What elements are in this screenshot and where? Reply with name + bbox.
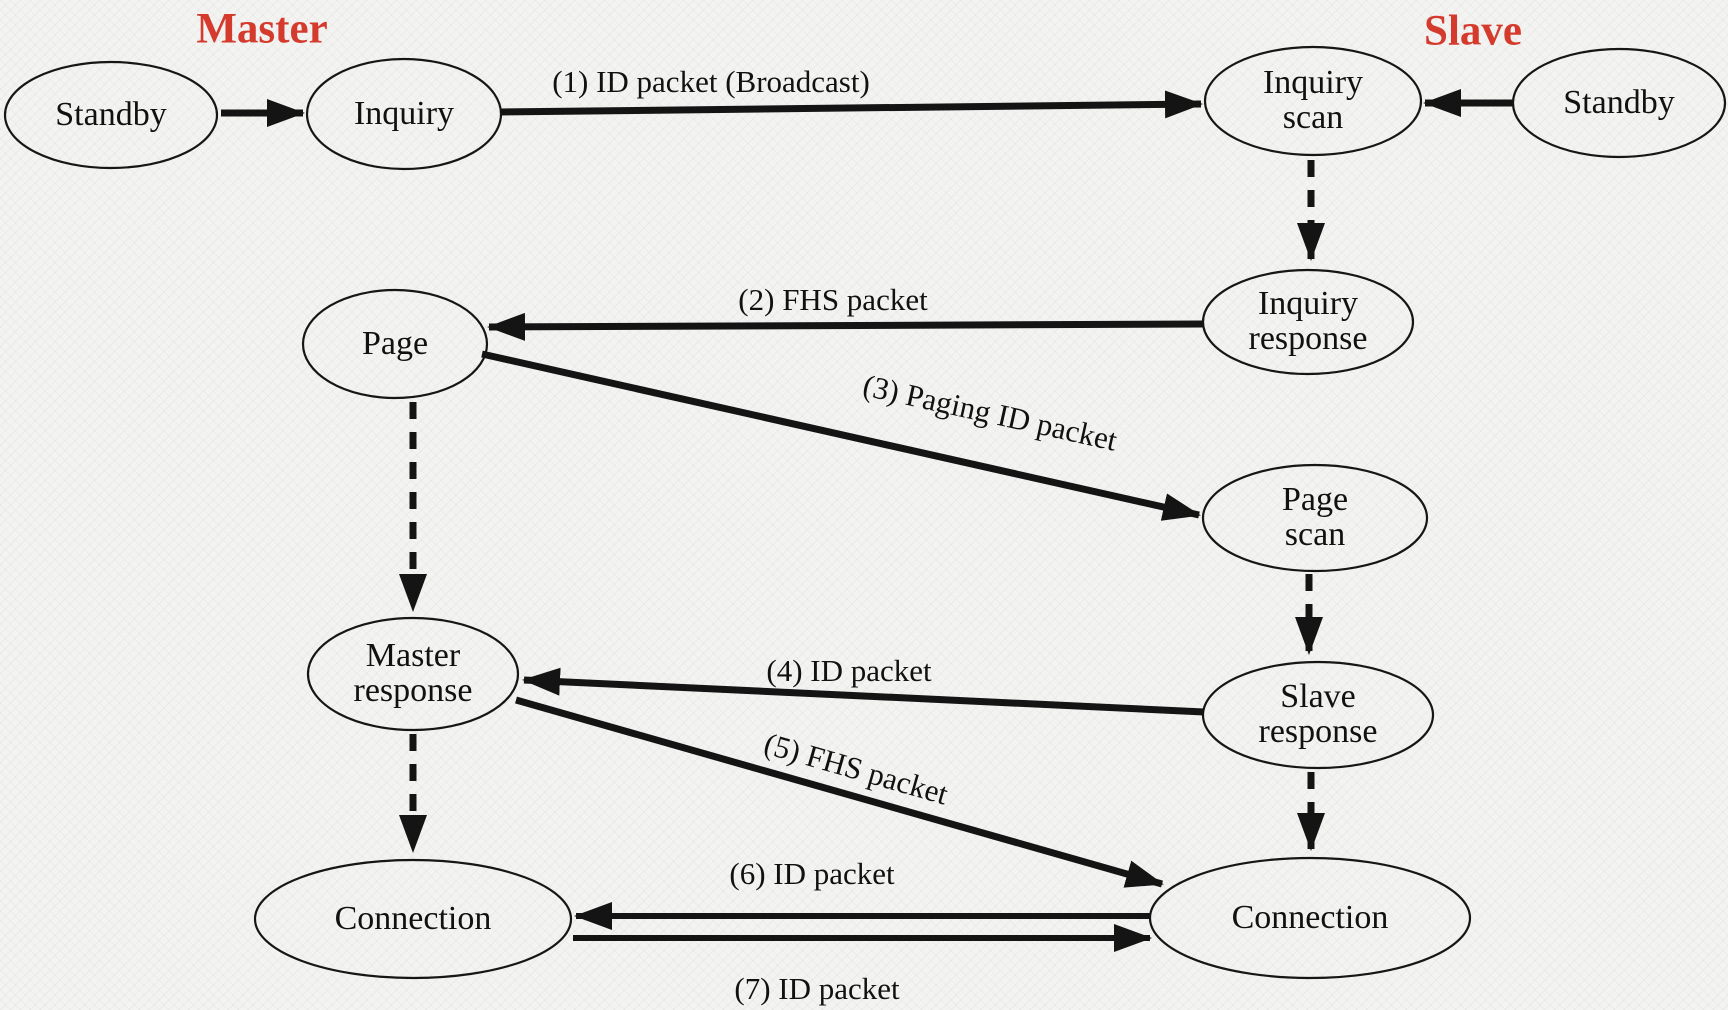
node-label-page-scan: Page scan — [1281, 481, 1349, 553]
node-label-master-response: Master response — [353, 637, 473, 709]
msg-label-2-fhs-packet: (2) FHS packet — [738, 282, 928, 317]
node-ellipse-standby-right — [1511, 47, 1727, 159]
node-label-page: Page — [361, 324, 429, 362]
node-ellipse-inquiry-response — [1201, 268, 1415, 376]
node-label-slave-response: Slave response — [1258, 678, 1378, 750]
node-label-connection-left: Connection — [334, 899, 492, 937]
slave-title: Slave — [1424, 7, 1522, 55]
master-title: Master — [196, 5, 328, 53]
node-label-inquiry: Inquiry — [353, 94, 455, 132]
msg-label-7-id-packet: (7) ID packet — [734, 971, 900, 1006]
node-ellipse-inquiry-scan — [1203, 45, 1423, 157]
arrow-4-id-packet — [522, 667, 1205, 716]
arrow-1-id-packet-broadcast — [500, 90, 1203, 119]
node-ellipse-inquiry — [305, 57, 503, 171]
msg-label-4-id-packet: (4) ID packet — [766, 653, 932, 688]
msg-label-6-id-packet: (6) ID packet — [729, 856, 895, 891]
msg-label-1-id-packet-broadcast: (1) ID packet (Broadcast) — [552, 64, 870, 99]
node-ellipse-page — [301, 288, 489, 400]
node-ellipse-standby-left — [3, 60, 219, 170]
node-label-standby-right: Standby — [1563, 83, 1675, 121]
arrow-5-fhs-packet — [515, 696, 1164, 888]
node-label-standby-left: Standby — [55, 95, 167, 133]
arrow-3-paging-id-packet — [481, 350, 1201, 521]
node-ellipse-master-response — [306, 616, 520, 732]
node-label-inquiry-scan: Inquiry scan — [1262, 64, 1364, 136]
arrow-2-fhs-packet — [487, 312, 1204, 341]
node-label-connection-right: Connection — [1231, 898, 1389, 936]
node-ellipse-page-scan — [1201, 463, 1429, 573]
node-ellipse-connection-left — [253, 858, 573, 980]
node-label-inquiry-response: Inquiry response — [1248, 285, 1368, 357]
